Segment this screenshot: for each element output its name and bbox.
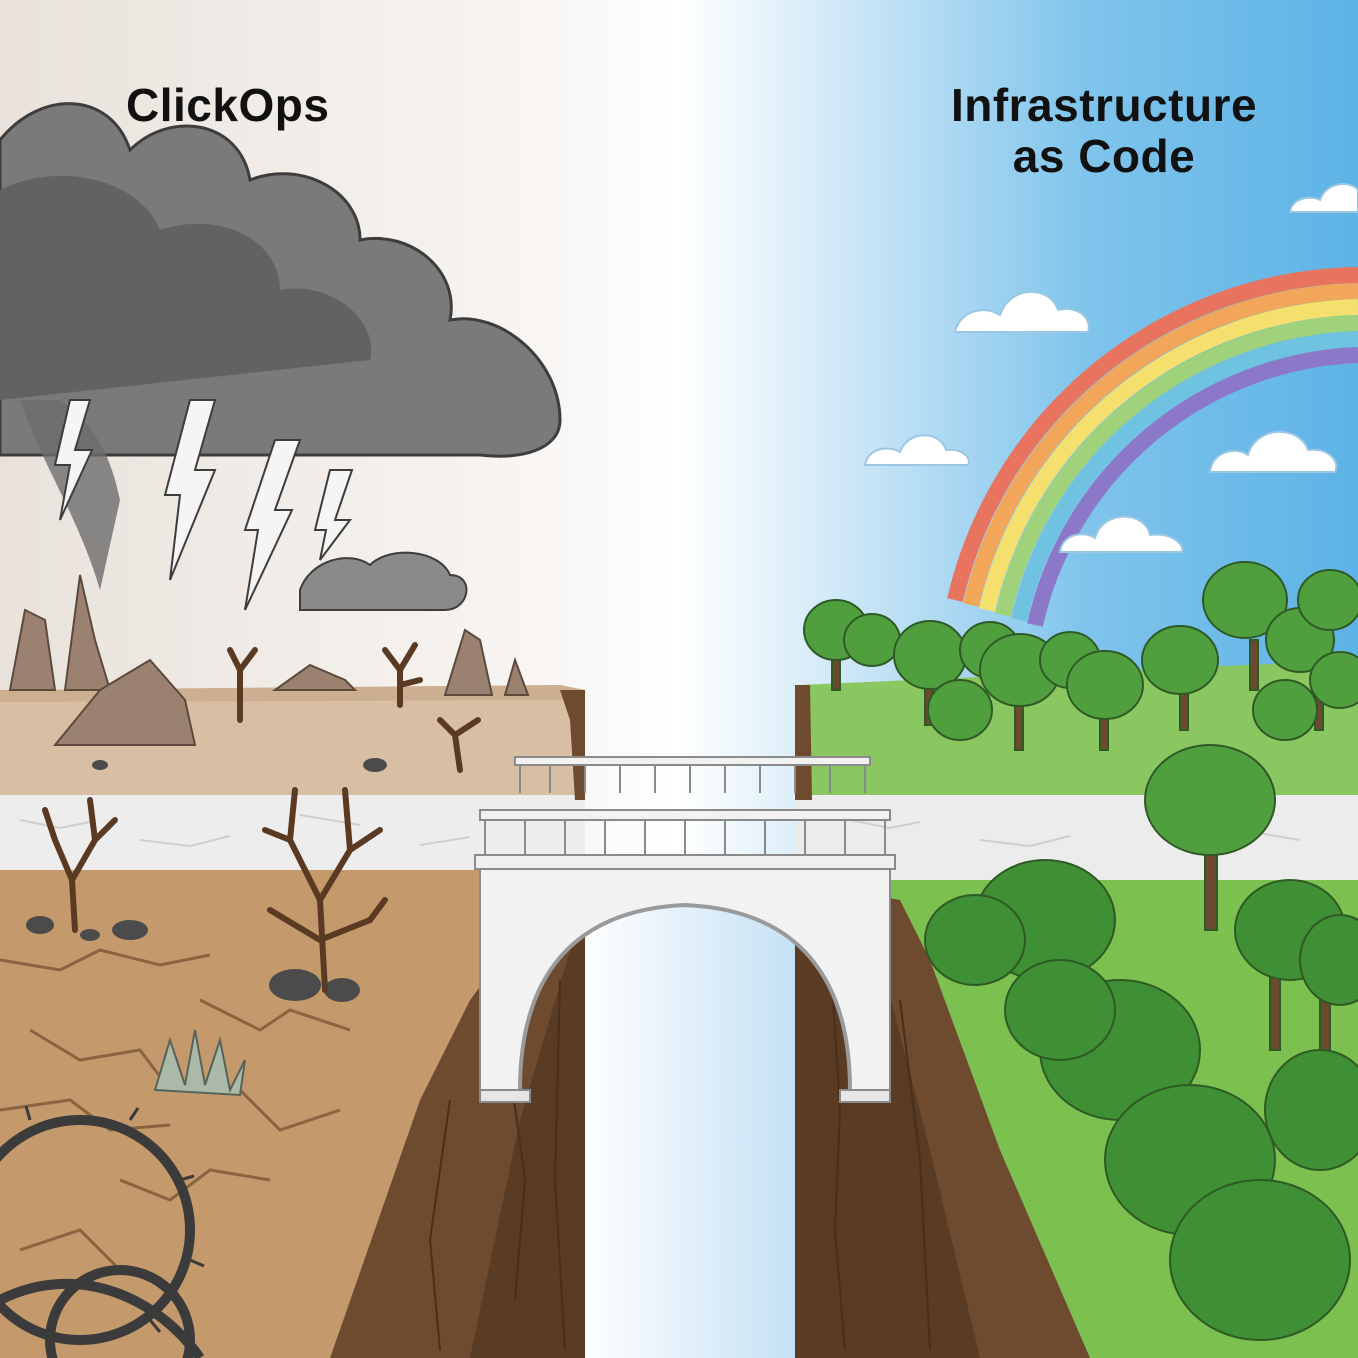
small-storm-cloud (299, 551, 468, 611)
iac-title-line2: as Code (1012, 129, 1196, 182)
rock-icon (8, 574, 530, 746)
thorn-vine-icon (0, 1115, 205, 1358)
iac-title: Infrastructure as Code (924, 80, 1284, 181)
small-stones (26, 758, 387, 1002)
thorns (24, 1105, 205, 1333)
iac-title-line1: Infrastructure (950, 79, 1258, 131)
tree-icon (803, 561, 1358, 1341)
cloud-icon (863, 183, 1358, 553)
waterfall (580, 860, 795, 1358)
dry-bush (153, 1029, 246, 1097)
bridge-icon (474, 756, 896, 1103)
clickops-title: ClickOps (126, 79, 330, 131)
dead-tree-icon (42, 642, 481, 993)
lightning-icon (53, 399, 354, 611)
ground-cracks (0, 948, 351, 1272)
rainbow-icon (947, 267, 1358, 627)
